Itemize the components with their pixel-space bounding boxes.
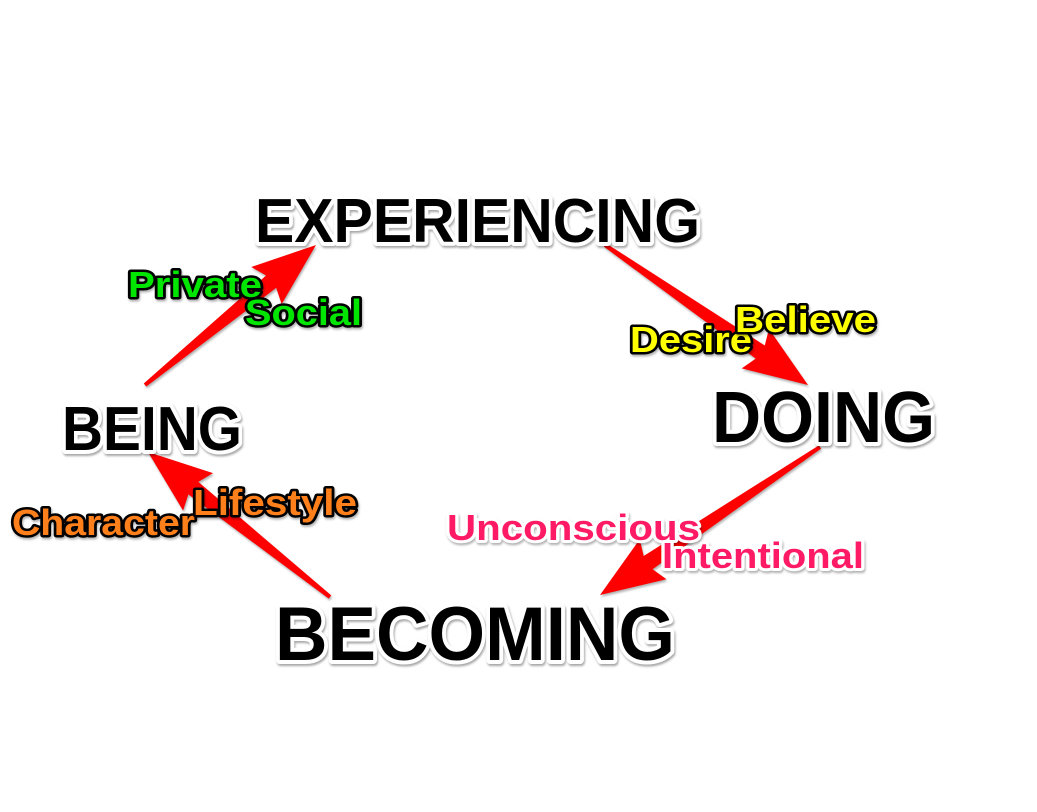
label-intentional: Intentional	[662, 535, 864, 576]
node-doing: DOING	[712, 378, 935, 458]
label-desire: Desire	[630, 319, 752, 360]
arrow-doing-to-becoming	[600, 445, 822, 595]
label-believe: Believe	[735, 299, 876, 340]
node-being: BEING	[62, 395, 242, 464]
label-unconscious: Unconscious	[447, 507, 700, 548]
arrow-becoming-to-being	[148, 452, 332, 599]
arrows	[143, 243, 822, 599]
arrow-being-to-experiencing	[143, 245, 316, 387]
arrow-experiencing-to-doing	[603, 243, 808, 385]
node-experiencing: EXPERIENCING	[255, 187, 700, 256]
label-social: Social	[245, 292, 362, 333]
label-lifestyle: Lifestyle	[193, 482, 357, 523]
node-becoming: BECOMING	[275, 592, 675, 677]
label-character: Character	[12, 502, 195, 543]
label-private: Private	[128, 264, 262, 305]
